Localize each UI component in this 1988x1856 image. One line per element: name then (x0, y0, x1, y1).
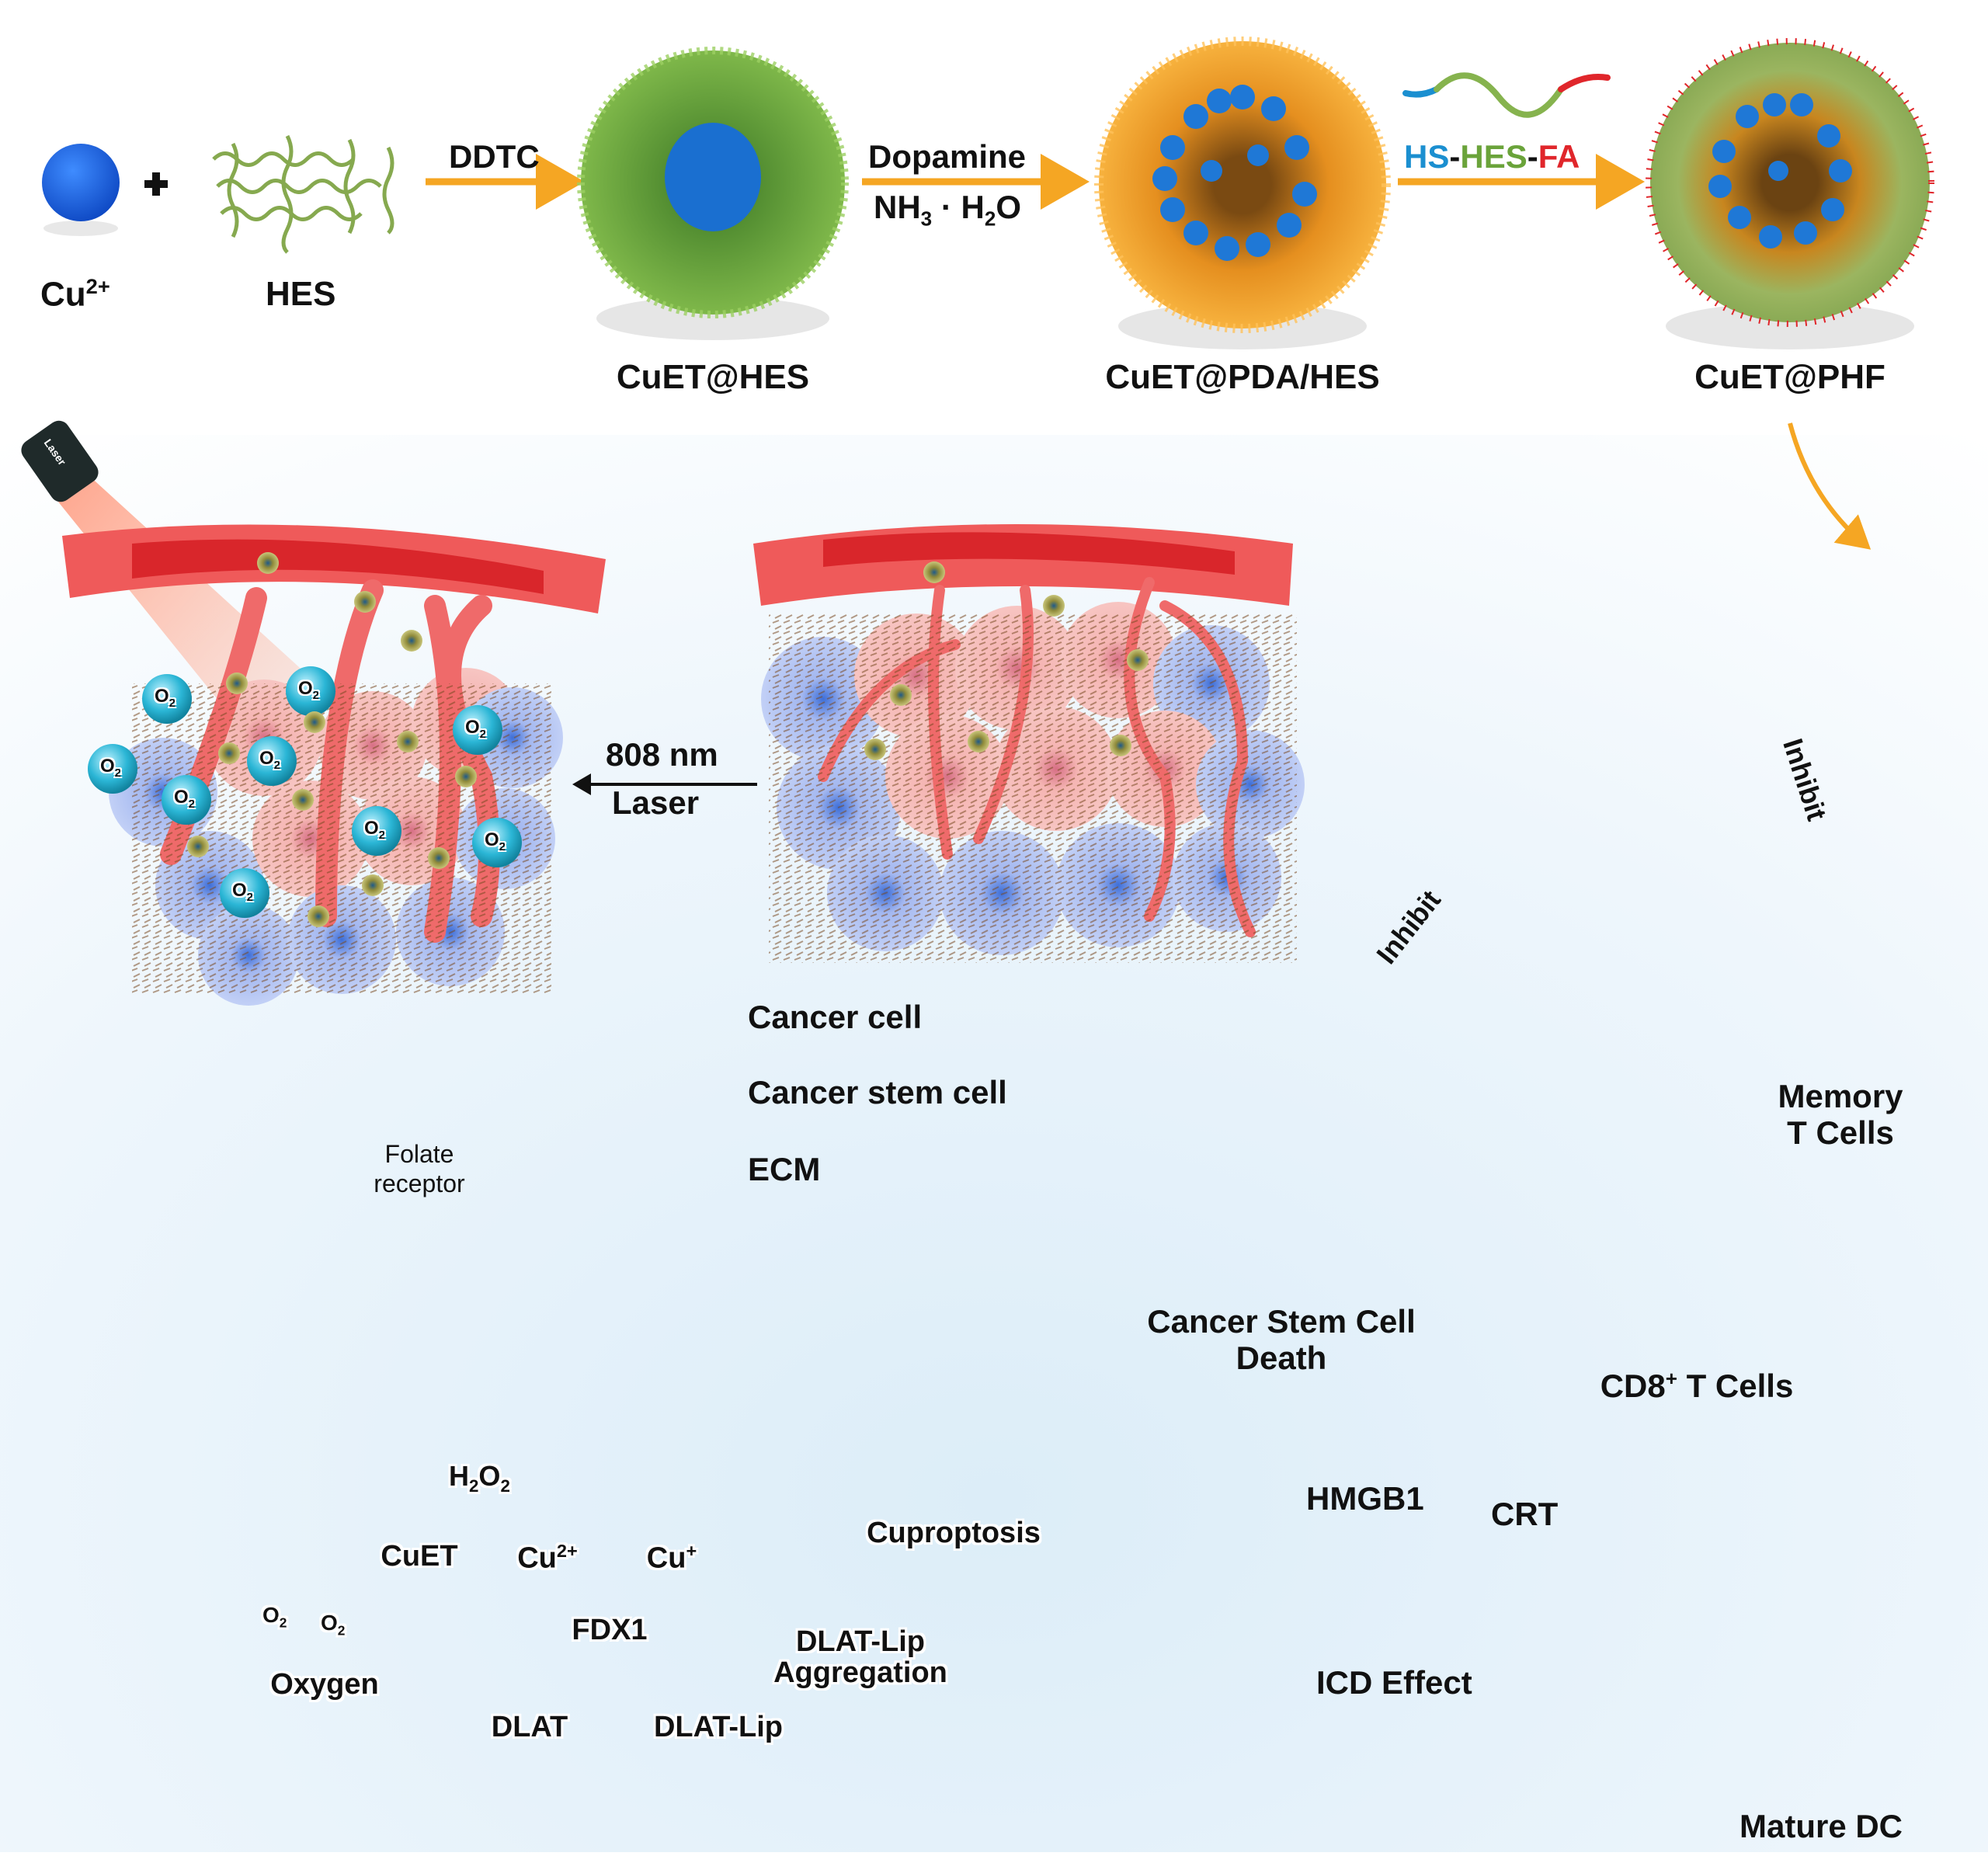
label-ddtc: DDTC (449, 138, 540, 175)
o2-bubble-icon (472, 818, 522, 867)
label-oxygen: Oxygen (270, 1668, 379, 1701)
cuet-phf-particle-icon (1646, 38, 1934, 349)
o2-bubble-icon (162, 775, 211, 825)
o2-bubble-icon (88, 744, 137, 794)
label-dopamine: Dopamine (868, 138, 1027, 175)
blood-vessel-treated-icon (62, 524, 606, 613)
nanoparticles-treated (187, 552, 477, 927)
o2-bubble-icon (142, 674, 192, 724)
label-dlat-lip-aggregation-1: DLAT-Lip (795, 1625, 926, 1658)
label-crt: CRT (1491, 1496, 1559, 1532)
label-dlat-lip: DLAT-Lip (653, 1711, 784, 1743)
o2-bubble-icon (352, 806, 401, 856)
label-cu2-mito: Cu2+ (517, 1541, 578, 1575)
legend-label-cancer-stem-cell: Cancer stem cell (748, 1074, 1007, 1110)
hs-hes-fa-chain-icon (1402, 72, 1611, 118)
label-808nm: 808 nm (606, 736, 718, 773)
o2-label: O2 (232, 880, 253, 904)
label-folate-receptor-line1: Folate (384, 1140, 454, 1168)
o2-label: O2 (155, 686, 176, 710)
cu2-ion-icon (42, 144, 120, 236)
o2-label: O2 (100, 756, 121, 780)
injection-arrow (1788, 422, 1872, 550)
legend-label-cancer-cell: Cancer cell (748, 999, 923, 1035)
label-hes: HES (266, 275, 336, 313)
label-cu2-sup: 2+ (85, 274, 110, 298)
oxygen-bubbles-tumor (88, 666, 522, 918)
label-fdx1: FDX1 (572, 1614, 648, 1646)
label-csc-death-line2: Death (1236, 1340, 1327, 1376)
label-dlat: DLAT (491, 1711, 568, 1743)
o2-label-mito-2: O2 (321, 1611, 346, 1639)
o2-label: O2 (485, 829, 506, 853)
label-mature-dc: Mature DC (1739, 1808, 1903, 1844)
label-cuet-pda-hes: CuET@PDA/HES (1105, 358, 1380, 396)
o2-label: O2 (174, 787, 195, 811)
label-folate-receptor-line2: receptor (374, 1170, 465, 1197)
o2-bubble-icon (286, 666, 335, 716)
label-cd8: CD8+ T Cells (1600, 1367, 1794, 1404)
label-cuet: CuET (381, 1540, 458, 1573)
plus-sign-icon (144, 172, 168, 196)
label-hs-hes-fa: HS-HES-FA (1404, 138, 1580, 175)
o2-label: O2 (259, 748, 280, 772)
label-csc-death-line1: Cancer Stem Cell (1147, 1303, 1416, 1340)
legend-label-ecm: ECM (748, 1151, 821, 1187)
tumor-untreated-cluster (761, 577, 1305, 963)
label-cuet-phf: CuET@PHF (1694, 358, 1885, 396)
blood-vessel-untreated-icon (753, 524, 1293, 606)
o2-label-mito-1: O2 (262, 1603, 287, 1631)
cuet-pda-hes-particle-icon (1094, 36, 1391, 349)
label-hmgb1: HMGB1 (1306, 1480, 1424, 1517)
nanoparticles-untreated (864, 561, 1149, 760)
label-icd-effect: ICD Effect (1316, 1664, 1472, 1701)
o2-label: O2 (298, 678, 319, 702)
o2-bubble-icon (453, 705, 502, 755)
label-cu2-base: Cu (40, 275, 86, 314)
cuet-hes-particle-icon (577, 47, 849, 340)
label-cuet-hes: CuET@HES (616, 358, 810, 396)
label-dlat-lip-aggregation-2: Aggregation (773, 1656, 947, 1689)
label-memory-line1: Memory (1778, 1078, 1903, 1114)
o2-label: O2 (465, 717, 486, 741)
hes-polymer-icon (212, 134, 394, 254)
o2-label: O2 (364, 818, 385, 842)
label-cu1-mito: Cu+ (646, 1541, 697, 1575)
label-cuproptosis: Cuproptosis (867, 1517, 1041, 1549)
o2-bubble-icon (220, 868, 269, 918)
label-cu2: Cu2+ (40, 274, 110, 314)
o2-bubble-icon (247, 736, 297, 786)
label-nh3-h2o: NH3 · H2O (874, 189, 1021, 231)
label-808-laser: Laser (612, 784, 700, 821)
label-memory-line2: T Cells (1787, 1114, 1894, 1151)
label-h2o2: H2O2 (449, 1460, 510, 1496)
